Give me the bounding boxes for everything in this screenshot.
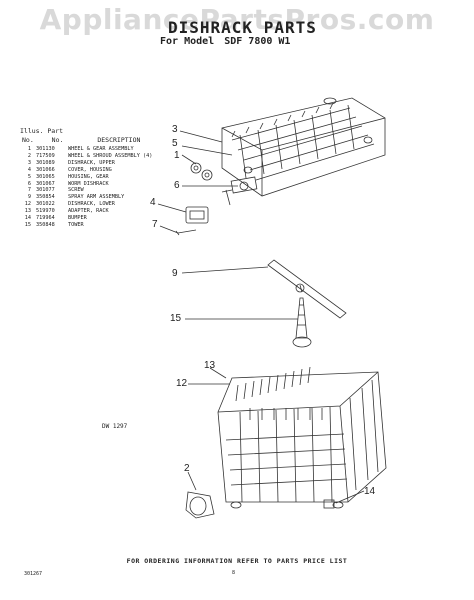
part-no: 519970: [36, 208, 55, 215]
part-description: WHEEL & SHROUD ASSEMBLY (4): [68, 152, 153, 159]
part-description: ADAPTER, RACK: [68, 208, 109, 215]
model-subtitle: For Model SDF 7800 W1: [160, 36, 294, 47]
lower-dishrack-drawing: [217, 366, 387, 509]
model-label: For Model: [160, 36, 215, 47]
part-description: WHEEL & GEAR ASSEMBLY: [68, 146, 134, 152]
callout-1: 1: [174, 150, 180, 161]
model-number: SDF 7800 W1: [224, 36, 291, 47]
illus-no: 6: [27, 180, 31, 187]
parts-list: 1 301130 WHEEL & GEAR ASSEMBLY 2 717509 WHEE…: [22, 146, 153, 229]
table-row: 15 350848 TOWER: [22, 222, 152, 229]
callout-3: 3: [172, 124, 178, 135]
illus-no: 15: [24, 221, 31, 228]
page-title: DISHRACK PARTS: [168, 18, 317, 37]
table-row: 7 301077 SCREW: [22, 187, 152, 194]
illus-no: 4: [27, 166, 31, 173]
callout-7: 7: [152, 219, 158, 230]
callout-6: 6: [174, 180, 180, 191]
callout-14: 14: [364, 486, 376, 497]
callout-9: 9: [172, 268, 178, 279]
part-description: WORM DISHRACK: [68, 180, 109, 187]
part-description: COVER, HOUSING: [68, 166, 112, 173]
table-header-row: No. No. DESCRIPTION: [22, 136, 140, 144]
part-no: 301130: [36, 146, 55, 152]
part-no: 301067: [36, 180, 55, 187]
table-header-illus-part: Illus. Part: [20, 127, 64, 135]
illus-no: 14: [24, 215, 31, 222]
spray-arm-drawing: [267, 259, 347, 319]
page-number: 8: [232, 570, 236, 576]
upper-dishrack-drawing: [221, 97, 386, 197]
tower-drawing: [292, 297, 312, 348]
table-row: 3 301089 DISHRACK, UPPER: [22, 160, 152, 167]
table-row: 5 301065 HOUSING, GEAR: [22, 174, 152, 181]
table-row: 9 350854 SPRAY ARM ASSEMBLY: [22, 194, 152, 201]
part-description: BUMPER: [68, 215, 87, 222]
illus-no: 2: [27, 152, 31, 159]
table-row: 13 519970 ADAPTER, RACK: [22, 208, 152, 215]
table-row: 4 301066 COVER, HOUSING: [22, 167, 152, 174]
callout-12: 12: [176, 378, 188, 389]
table-row: 12 301022 DISHRACK, LOWER: [22, 201, 152, 208]
table-row: 14 719964 BUMPER: [22, 215, 152, 222]
illus-no: 13: [24, 208, 31, 215]
part-description: SCREW: [68, 187, 84, 194]
callout-4: 4: [150, 197, 156, 208]
illus-no: 3: [27, 159, 31, 166]
illus-no: 9: [27, 194, 31, 201]
part-no: 717509: [36, 152, 55, 159]
ordering-info-note: FOR ORDERING INFORMATION REFER TO PARTS …: [126, 557, 348, 565]
table-header-part-no: No.: [51, 136, 64, 144]
part-no: 301022: [36, 201, 55, 208]
table-row: 1 301130 WHEEL & GEAR ASSEMBLY: [22, 146, 152, 153]
table-header-no: No.: [22, 136, 34, 144]
illus-no: 5: [27, 173, 31, 180]
table-header-description: DESCRIPTION: [97, 136, 141, 144]
part-no: 301077: [36, 187, 55, 194]
callout-15: 15: [170, 313, 182, 324]
gear-assembly-drawing: [175, 162, 258, 236]
part-description: TOWER: [68, 221, 84, 228]
part-no: 301089: [36, 159, 55, 166]
part-description: DISHRACK, UPPER: [68, 159, 115, 166]
watermark: AppliancePartsPros.com: [39, 3, 435, 36]
part-description: HOUSING, GEAR: [68, 173, 109, 180]
footer-code: 301267: [24, 571, 43, 577]
part-no: 301066: [36, 166, 55, 173]
table-row: 2 717509 WHEEL & SHROUD ASSEMBLY (4): [22, 153, 152, 160]
callout-13: 13: [204, 360, 216, 371]
wheel-shroud-drawing: [185, 491, 215, 519]
part-no: 350854: [36, 194, 55, 201]
callout-5: 5: [172, 138, 178, 149]
table-row: 6 301067 WORM DISHRACK: [22, 181, 152, 188]
illus-no: 7: [27, 187, 31, 194]
part-no: 350848: [36, 221, 55, 228]
part-description: DISHRACK, LOWER: [68, 201, 115, 208]
illus-no: 1: [27, 146, 31, 152]
part-description: SPRAY ARM ASSEMBLY: [68, 194, 125, 201]
callout-2: 2: [184, 463, 190, 474]
part-no: 719964: [36, 215, 55, 222]
part-no: 301065: [36, 173, 55, 180]
drawing-code: DW 1297: [102, 423, 128, 430]
illus-no: 12: [24, 201, 31, 208]
